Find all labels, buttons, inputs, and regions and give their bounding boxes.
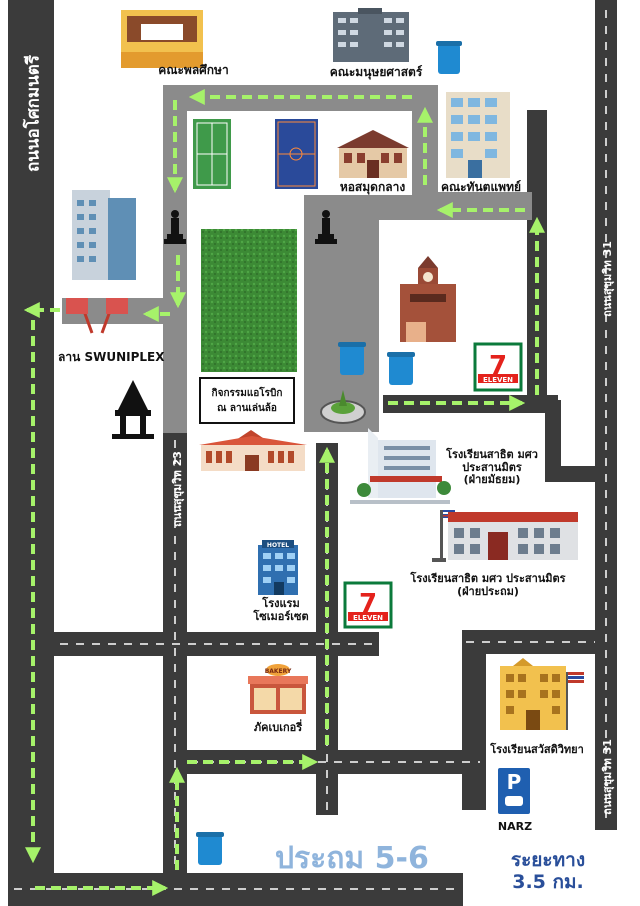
school-secondary-icon <box>350 428 451 504</box>
label-sawasdi: โรงเรียนสวัสดิวิทยา <box>490 743 584 756</box>
label-humanities: คณะมนุษยศาสตร์ <box>329 65 423 79</box>
label-school-secondary: โรงเรียนสาธิต มศว ประสานมิตร (ฝ่ายมัธยม) <box>436 448 548 487</box>
trash-bin-icon <box>436 41 462 74</box>
label-dentistry: คณะทันตแพทย์ <box>440 180 522 194</box>
shrine-icon <box>112 380 154 439</box>
svg-text:7: 7 <box>359 589 377 619</box>
parking-icon: P <box>498 768 530 814</box>
label-school-primary-line1: โรงเรียนสาธิต มศว ประสานมิตร <box>410 572 566 585</box>
label-school-secondary-line2: ประสานมิตร <box>462 460 522 474</box>
trash-bin-icon <box>338 342 366 375</box>
label-aerobic-line2: ณ ลานเล่นล้อ <box>217 402 277 414</box>
stadium-icon <box>121 10 203 68</box>
trash-bin-icon <box>196 832 224 865</box>
label-bakery: ภัคเบเกอรี่ <box>253 721 303 734</box>
label-school-secondary-line1: โรงเรียนสาธิต มศว <box>446 448 538 461</box>
label-school-secondary-line3: (ฝ่ายมัธยม) <box>463 473 521 487</box>
statue-icon <box>164 210 186 244</box>
bakery-sign-text: BAKERY <box>265 668 292 675</box>
trash-bin-icon <box>387 352 415 385</box>
seven-eleven-text: ELEVEN <box>483 376 513 384</box>
road-cross-mid <box>54 632 379 656</box>
building-icon <box>333 8 409 62</box>
tennis-court-icon <box>193 119 231 189</box>
label-school-primary: โรงเรียนสาธิต มศว ประสานมิตร (ฝ่ายประถม) <box>402 572 574 598</box>
campus-walkways <box>62 85 532 433</box>
map-title: ประถม 5-6 <box>275 841 429 876</box>
distance-line2: 3.5 กม. <box>512 870 584 893</box>
library-building-icon <box>337 130 409 178</box>
fountain-icon <box>320 390 366 424</box>
road-label-soi31-top: ถนนสุขุมวิท 31 <box>601 241 614 317</box>
label-hotel-line1: โรงแรม <box>262 597 300 610</box>
road-east-down <box>545 400 561 475</box>
label-aerobic-box: กิจกรรมแอโรบิก ณ ลานเล่นล้อ <box>199 377 295 424</box>
label-hotel: โรงแรม โซเมอร์เซต <box>245 597 317 623</box>
road-label-soi23: ถนนสุขุมวิท 23 <box>171 451 184 527</box>
distance-label: ระยะทาง 3.5 กม. <box>498 849 598 894</box>
basketball-court-icon <box>275 119 318 189</box>
road-label-okhot: ถนนอโศกมนตรี <box>23 55 44 172</box>
seven-eleven-icon: 7 ELEVEN <box>343 581 393 629</box>
label-library: หอสมุดกลาง <box>339 180 406 194</box>
heritage-building-icon <box>199 430 307 471</box>
label-school-primary-line2: (ฝ่ายประถม) <box>457 584 519 598</box>
label-hotel-line2: โซเมอร์เซต <box>253 609 309 623</box>
road-label-soi31-bottom: ถนนสุขุมวิท 31 <box>601 739 614 815</box>
label-aerobic-line1: กิจกรรมแอโรบิก <box>211 387 283 399</box>
statue-icon <box>315 210 337 244</box>
building-icon <box>446 92 510 178</box>
grass-field <box>201 229 297 372</box>
distance-line1: ระยะทาง <box>510 849 586 871</box>
road-east-link2 <box>545 466 597 482</box>
route-path <box>23 89 545 896</box>
label-swuniplex: ลาน SWUNIPLEX <box>58 350 165 364</box>
bakery-icon: BAKERY <box>248 664 308 714</box>
building-icon <box>72 190 136 280</box>
label-physed: คณะพลศึกษา <box>158 63 229 77</box>
hotel-sign-text: HOTEL <box>267 542 289 549</box>
road-right-down <box>462 630 486 810</box>
seven-eleven-icon: 7 ELEVEN <box>473 342 523 392</box>
hotel-icon: HOTEL <box>258 540 298 595</box>
label-narz: NARZ <box>497 820 533 833</box>
seven-eleven-text: ELEVEN <box>353 614 383 622</box>
racing-flags-icon <box>66 298 128 334</box>
svg-text:7: 7 <box>489 351 507 381</box>
sawasdi-school-icon <box>500 658 584 730</box>
parking-letter: P <box>507 770 522 794</box>
clock-tower-icon <box>400 256 456 342</box>
flag-icon <box>568 672 584 683</box>
school-primary-icon <box>432 510 578 562</box>
